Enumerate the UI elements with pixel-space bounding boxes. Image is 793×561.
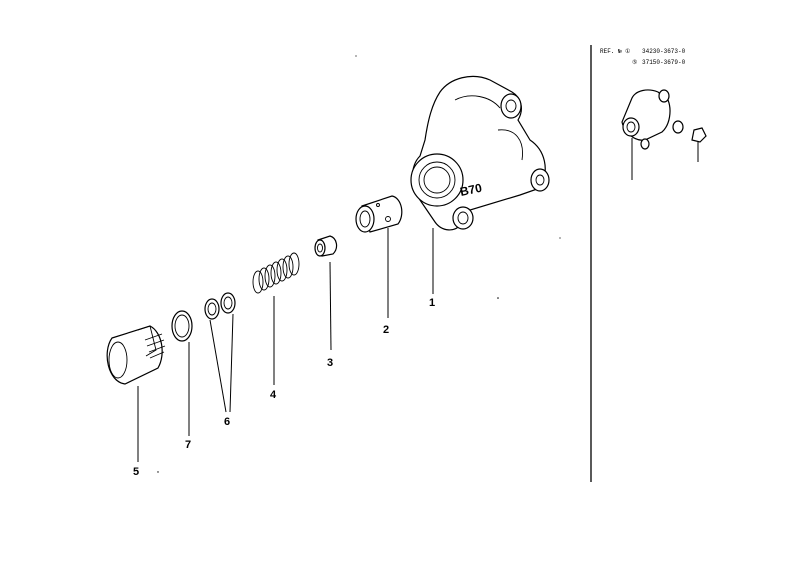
- part-7-o-ring: [171, 310, 193, 342]
- ref-code-1: 34230-3673-0: [642, 48, 686, 55]
- ref-marker-2: ⑤: [632, 59, 637, 66]
- housing-lettering: B70: [459, 181, 484, 199]
- part-6-washers: [204, 292, 236, 320]
- callout-5: 5: [133, 466, 139, 478]
- reference-panel: REF. № ① 34230-3673-0 ⑤ 37150-3679-0: [600, 48, 707, 180]
- part-3-plunger: [314, 235, 338, 257]
- callout-labels: 1 2 3 4 5 6 7: [133, 297, 435, 478]
- part-4-spring: [252, 252, 300, 294]
- ref-marker-1: ①: [625, 48, 630, 55]
- part-5-plug: [106, 325, 166, 385]
- reference-thumbnail: [621, 89, 707, 180]
- scan-artifacts: [157, 55, 561, 473]
- part-1-housing: B70: [410, 75, 550, 231]
- leader-lines: [137, 228, 434, 462]
- callout-1: 1: [429, 297, 435, 309]
- callout-6: 6: [224, 416, 230, 428]
- callout-2: 2: [383, 324, 389, 336]
- callout-3: 3: [327, 357, 333, 369]
- part-2-sleeve: [355, 195, 403, 233]
- callout-7: 7: [185, 439, 191, 451]
- ref-code-2: 37150-3679-0: [642, 59, 686, 66]
- callout-4: 4: [270, 389, 277, 401]
- ref-prefix: REF. №: [600, 48, 622, 55]
